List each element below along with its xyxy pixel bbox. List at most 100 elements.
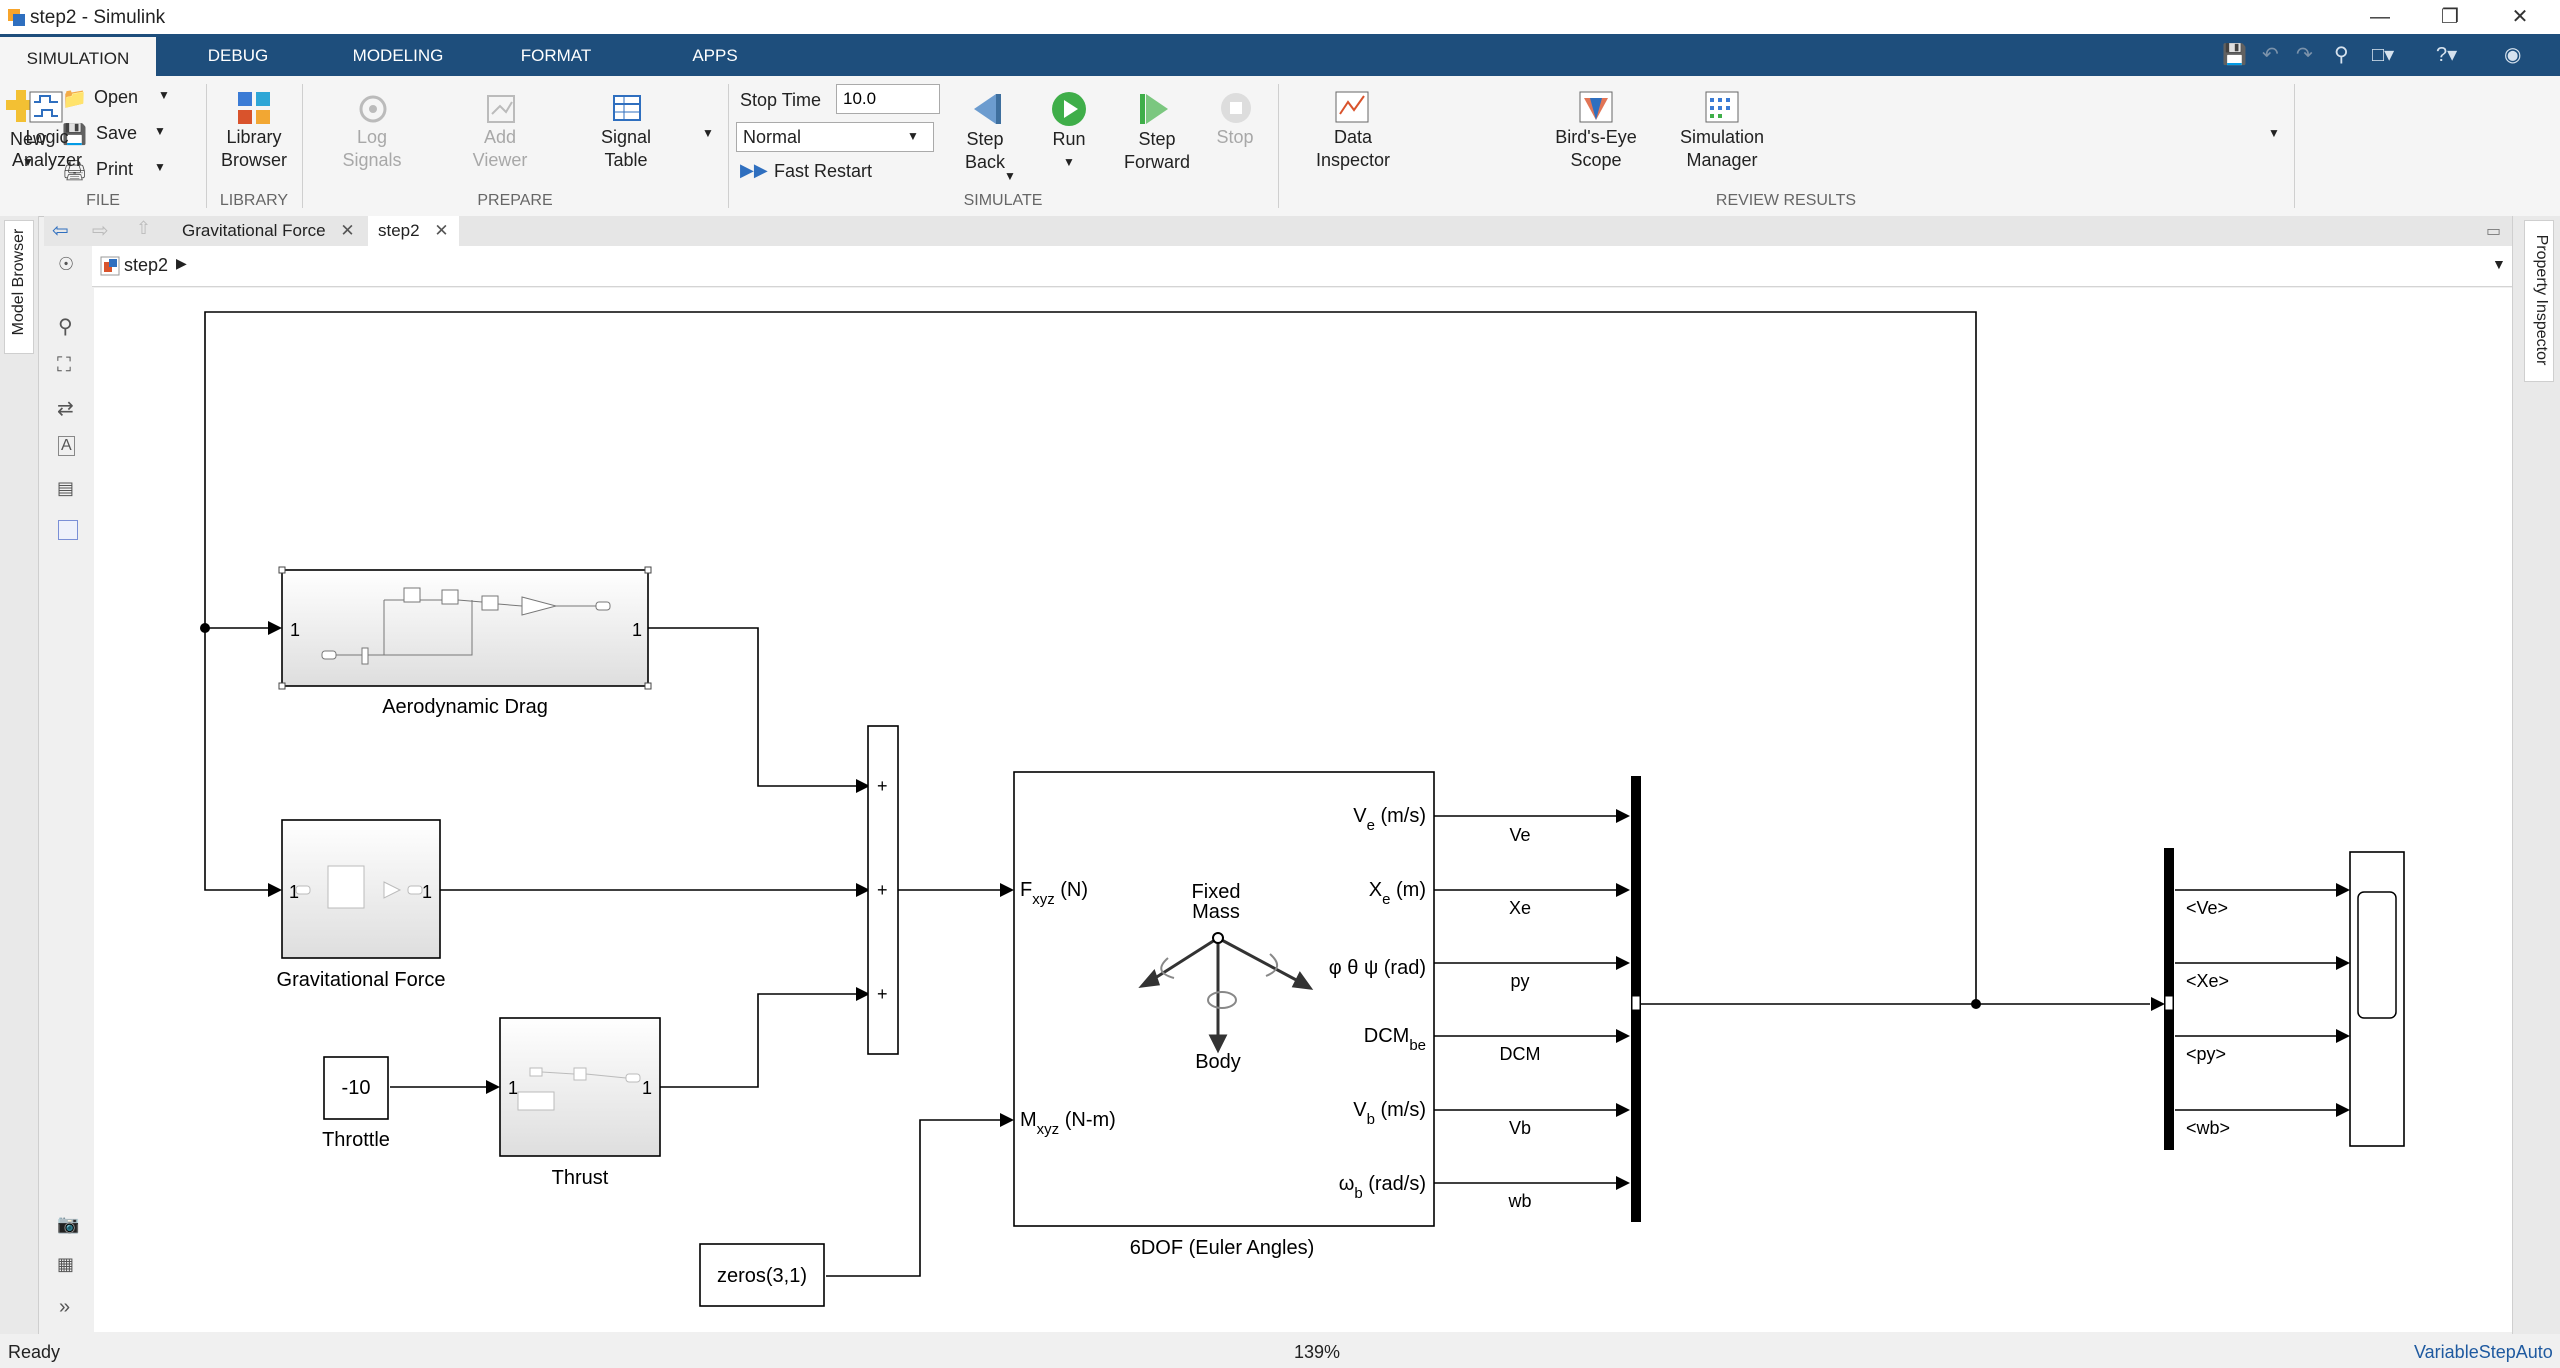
- scope-block[interactable]: [2349, 851, 2405, 1147]
- open-label: Open: [94, 87, 139, 107]
- forward-arrow-icon[interactable]: ⇨: [92, 220, 109, 242]
- close-icon[interactable]: ✕: [434, 221, 449, 240]
- fit-to-view-icon[interactable]: ⛶: [57, 354, 71, 376]
- breadcrumb-arrow-icon[interactable]: ▶: [176, 255, 187, 271]
- image-icon[interactable]: ▤: [57, 478, 75, 498]
- port-label: 1: [508, 1078, 518, 1098]
- tab-gravitational-force[interactable]: Gravitational Force ✕: [172, 216, 365, 246]
- logic-analyzer-label-2: Analyzer: [11, 150, 83, 170]
- save-button[interactable]: 💾 Save ▼: [62, 122, 182, 148]
- restore-button[interactable]: ❐: [2441, 6, 2459, 28]
- zeros-label: zeros(3,1): [717, 1265, 807, 1287]
- print-button[interactable]: 🖨 Print ▼: [62, 158, 182, 184]
- sixdof-body-label: Body: [1195, 1051, 1241, 1073]
- sixdof-output-xe: Xe (m): [1369, 879, 1426, 908]
- birds-eye-label-1: Bird's-Eye: [1555, 127, 1637, 147]
- expand-toolbar-icon[interactable]: »: [59, 1296, 71, 1318]
- review-gallery-chevron-icon[interactable]: ▼: [2268, 126, 2280, 140]
- tab-modeling[interactable]: MODELING: [352, 46, 444, 65]
- canvas-toolbar: ☉ ⚲ ⛶ ⇄ A ▤ 📷 ▦ »: [44, 246, 92, 1334]
- model-info-icon[interactable]: ▦: [57, 1254, 75, 1274]
- library-browser-icon: [238, 92, 270, 124]
- step-forward-button[interactable]: Step Forward: [1120, 90, 1194, 190]
- sixdof-block[interactable]: [1013, 771, 1435, 1227]
- throttle-block[interactable]: [323, 1056, 389, 1120]
- fast-restart-button[interactable]: ▶▶ Fast Restart: [740, 160, 930, 186]
- minimize-button[interactable]: —: [2370, 6, 2390, 28]
- area-icon[interactable]: [58, 520, 78, 540]
- signal-label: Ve: [1509, 825, 1530, 845]
- printer-icon: 🖨: [62, 160, 88, 182]
- model-browser-tab[interactable]: Model Browser: [4, 220, 34, 354]
- up-arrow-icon[interactable]: ⇧: [136, 218, 152, 238]
- signal-label: Xe: [1509, 898, 1531, 918]
- sixdof-output-ve: Ve (m/s): [1353, 805, 1426, 834]
- selector-label: <Xe>: [2186, 971, 2229, 991]
- search-icon[interactable]: ⚲: [2334, 44, 2349, 66]
- add-viewer-button[interactable]: Add Viewer: [460, 92, 540, 188]
- hide-explorer-icon[interactable]: ▭: [2486, 223, 2502, 240]
- breadcrumb-menu-icon[interactable]: ▼: [2492, 256, 2506, 272]
- tab-simulation[interactable]: SIMULATION: [0, 34, 156, 76]
- selector-label: <py>: [2186, 1044, 2226, 1064]
- model-canvas[interactable]: 1 1 Aerodynamic Drag 1 1 Gravitational F…: [94, 288, 2512, 1332]
- tab-apps[interactable]: APPS: [692, 46, 738, 65]
- zoom-icon[interactable]: ⚲: [58, 316, 73, 338]
- birds-eye-scope-icon: [1579, 91, 1613, 123]
- help-icon[interactable]: ?▾: [2436, 44, 2458, 66]
- run-button[interactable]: Run ▼: [1036, 90, 1102, 190]
- gravitational-force-block[interactable]: [281, 819, 441, 959]
- tab-debug[interactable]: DEBUG: [207, 46, 269, 65]
- tab-format[interactable]: FORMAT: [520, 46, 592, 65]
- annotation-icon[interactable]: A: [58, 436, 75, 456]
- breadcrumb-model[interactable]: step2: [124, 255, 169, 275]
- close-window-button[interactable]: ✕: [2511, 6, 2529, 28]
- solver-link[interactable]: VariableStepAuto: [2414, 1342, 2553, 1362]
- thrust-block[interactable]: [499, 1017, 661, 1157]
- quick-save-icon[interactable]: 💾: [2222, 44, 2247, 66]
- logic-analyzer-button[interactable]: Logic Analyzer: [0, 90, 94, 190]
- log-signals-button[interactable]: Log Signals: [332, 92, 412, 188]
- collapse-toolstrip-icon[interactable]: ◉: [2504, 44, 2522, 66]
- chevron-down-icon: ▼: [154, 160, 166, 174]
- zeros-block[interactable]: [699, 1243, 825, 1307]
- screenshot-icon[interactable]: 📷: [57, 1214, 80, 1234]
- window-title: step2 - Simulink: [30, 7, 166, 28]
- tab-step2[interactable]: step2 ✕: [368, 216, 459, 246]
- simulation-mode-select[interactable]: Normal ▼: [736, 122, 934, 152]
- property-inspector-tab[interactable]: Property Inspector: [2524, 220, 2554, 382]
- chevron-down-icon: ▼: [154, 124, 166, 138]
- model-icon: [100, 256, 120, 276]
- sum-block[interactable]: [867, 725, 899, 1055]
- undo-icon[interactable]: ↶: [2262, 44, 2279, 66]
- sum-plus-sign: +: [877, 984, 888, 1004]
- stop-button[interactable]: Stop: [1208, 90, 1262, 190]
- simulation-manager-button[interactable]: Simulation Manager: [1664, 90, 1780, 190]
- library-browser-button[interactable]: Library Browser: [214, 90, 294, 186]
- birds-eye-scope-button[interactable]: Bird's-Eye Scope: [1544, 90, 1648, 190]
- data-inspector-label-1: Data: [1333, 127, 1373, 147]
- new-button[interactable]: New ▼: [6, 84, 50, 172]
- chevron-down-icon[interactable]: ▼: [1004, 169, 1016, 183]
- close-icon[interactable]: ✕: [340, 221, 355, 240]
- aerodynamic-drag-block[interactable]: [278, 566, 652, 690]
- signal-table-button[interactable]: Signal Table: [586, 92, 666, 188]
- divider: [206, 84, 207, 208]
- data-inspector-button[interactable]: Data Inspector: [1306, 90, 1400, 190]
- document-tabs: ⇦ ⇨ ⇧ Gravitational Force ✕ step2 ✕ ▭: [44, 216, 2512, 247]
- layout-menu-icon[interactable]: □▾: [2372, 44, 2395, 66]
- redo-icon[interactable]: ↷: [2296, 44, 2313, 66]
- simulation-manager-label-2: Manager: [1686, 150, 1758, 170]
- open-button[interactable]: 📁 Open ▼: [62, 86, 182, 112]
- route-lines-icon[interactable]: ⇄: [57, 398, 74, 420]
- breadcrumb: step2 ▶ ▼: [92, 246, 2512, 287]
- hide-browser-icon[interactable]: ☉: [58, 254, 75, 274]
- back-arrow-icon[interactable]: ⇦: [52, 220, 69, 242]
- stop-label: Stop: [1216, 127, 1254, 147]
- port-label: 1: [290, 620, 300, 640]
- step-back-button[interactable]: Step Back: [952, 90, 1018, 190]
- new-label: New: [9, 129, 46, 149]
- prepare-gallery-chevron-icon[interactable]: ▼: [702, 126, 714, 140]
- zoom-level[interactable]: 139%: [1294, 1342, 1341, 1362]
- stop-time-input[interactable]: [836, 84, 940, 114]
